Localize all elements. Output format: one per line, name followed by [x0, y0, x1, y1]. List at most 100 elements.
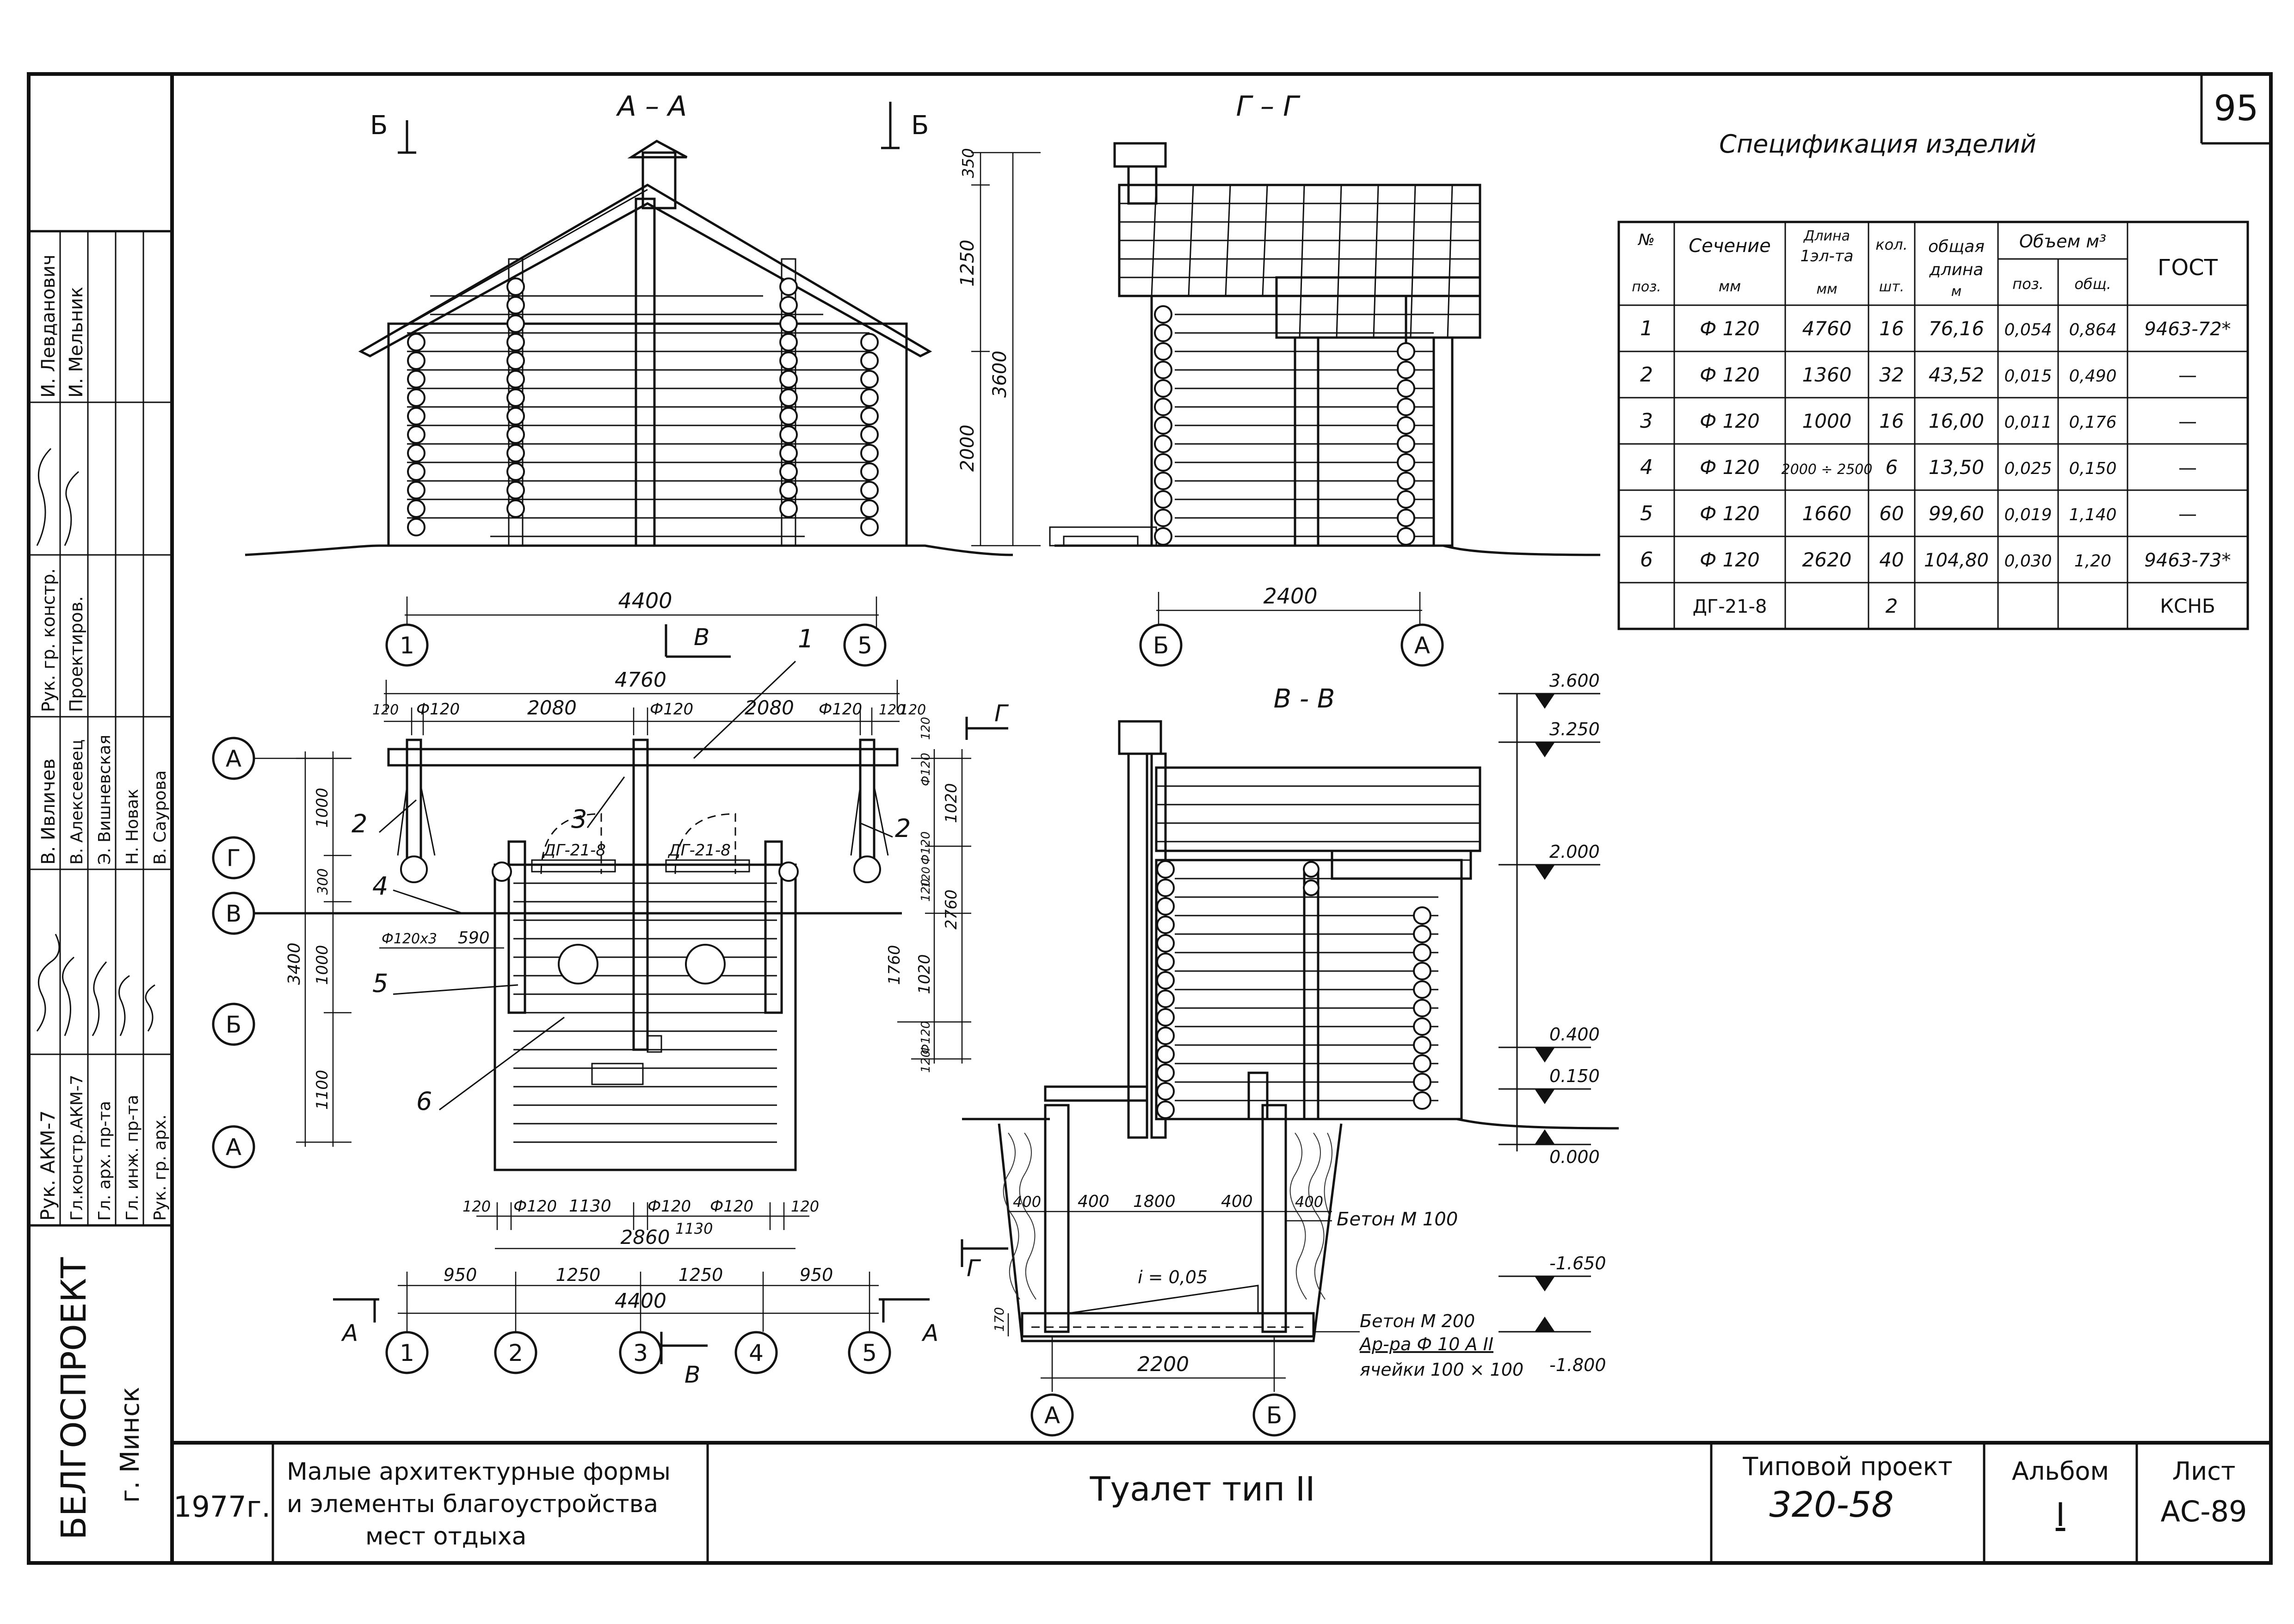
axis-top-5: 5	[857, 632, 872, 659]
spec-r6-vpos: 0,030	[2004, 552, 2052, 571]
table-row: 4 Ф 120 2000 ÷ 2500 6 13,50 0,025 0,150 …	[1640, 455, 2197, 479]
spec-h-pos-bottom: поз.	[1632, 279, 1661, 295]
axis-left-a-top: А	[226, 745, 241, 772]
stamp-name-b2: И. Мельник	[66, 287, 87, 398]
spec-h-vol-total: общ.	[2074, 275, 2111, 293]
spec-h-pos-top: №	[1637, 231, 1654, 249]
spec-r2-pos: 2	[1640, 363, 1653, 387]
plan-cut-v-top: В	[694, 624, 709, 651]
spec-r5-pos: 5	[1640, 502, 1653, 525]
spec-h-length-1: Длина	[1803, 228, 1850, 244]
stamp-role-3: Гл. арх. пр-та	[95, 1101, 114, 1221]
plan-pos-2a: 2	[352, 809, 367, 838]
spec-r1-total: 76,16	[1929, 317, 1984, 340]
spec-r6-pos: 6	[1640, 548, 1653, 572]
spec-r2-qty: 32	[1879, 363, 1904, 386]
mark-3250: 3.250	[1549, 719, 1600, 739]
view-aa-title: А – А	[616, 90, 687, 123]
plan-pos-2b: 2	[895, 814, 911, 843]
stamp-name-3: Э. Вишневская	[95, 735, 114, 865]
title-block: 1977г. Малые архитектурные формы и элеме…	[173, 1443, 2247, 1563]
axis-bot-2: 2	[508, 1340, 523, 1366]
stamp-signatures	[36, 448, 155, 1036]
dim-3600: 3600	[989, 351, 1011, 398]
dim-plan-right-phi-a: Ф120	[919, 753, 933, 786]
spec-r7-gost: КСНБ	[2160, 595, 2215, 617]
spec-r2-vpos: 0,015	[2004, 367, 2052, 386]
axis-gg-b: Б	[1153, 632, 1169, 659]
mark-3600: 3.600	[1549, 671, 1600, 691]
plan-pos-5: 5	[372, 969, 388, 998]
dim-plan-seg-left: 2080	[527, 696, 577, 719]
spec-r2-gost: —	[2178, 365, 2197, 386]
view-gg-title: Г – Г	[1236, 90, 1301, 123]
dim-plan-bottom-phi-a: Ф120	[513, 1197, 557, 1216]
view-vv-title: В - В	[1274, 684, 1335, 714]
table-row: ДГ-21-8 2 КСНБ	[1693, 595, 2215, 617]
mark-0150: 0.150	[1549, 1066, 1600, 1086]
spec-r5-vpos: 0,019	[2004, 505, 2052, 524]
spec-h-total-2: длина	[1929, 260, 1984, 279]
spec-table: Спецификация изделий № поз. Сечение мм Д…	[1617, 129, 2249, 630]
title-sheet-no: АС-89	[2161, 1495, 2247, 1528]
spec-r5-section: Ф 120	[1700, 502, 1760, 525]
dim-plan-bottom-phi-b: Ф120	[648, 1197, 691, 1216]
table-row: 3 Ф 120 1000 16 16,00 0,011 0,176 —	[1640, 409, 2197, 433]
dim-plan-right-120b: 120	[919, 879, 933, 902]
spec-h-vol-pos: поз.	[2012, 275, 2044, 293]
dim-plan-bottom-2860: 2860	[621, 1226, 670, 1249]
spec-r5-gost: —	[2178, 504, 2197, 525]
vv-cut-g: Г	[967, 1255, 981, 1282]
spec-r6-vtot: 1,20	[2074, 552, 2111, 571]
plan-cut-v-bottom: В	[684, 1361, 700, 1388]
dim-1250: 1250	[957, 240, 978, 287]
cut-mark-b-right: Б	[911, 111, 929, 141]
dim-350: 350	[959, 148, 978, 178]
spec-r1-vtot: 0,864	[2069, 320, 2116, 339]
stamp-name-b1: И. Левданович	[38, 254, 59, 398]
stamp-city: г. Минск	[115, 1387, 145, 1503]
axis-top-1: 1	[400, 632, 414, 659]
view-vv: В - В	[961, 671, 1619, 1437]
stamp-name-1: В. Ивличев	[38, 758, 59, 865]
title-year: 1977г.	[173, 1490, 271, 1524]
dim-plan-bottom-950b: 950	[800, 1265, 833, 1285]
spec-h-qty-top: кол.	[1875, 236, 1908, 253]
spec-h-qty-bottom: шт.	[1879, 279, 1904, 295]
vv-soil-hatch	[1003, 1132, 1332, 1300]
plan-cut-a-left: А	[341, 1320, 358, 1347]
axis-left-v: В	[226, 900, 241, 927]
vv-slope: i = 0,05	[1138, 1267, 1208, 1287]
spec-r2-vtot: 0,490	[2069, 367, 2116, 386]
spec-r3-total: 16,00	[1929, 410, 1984, 432]
stamp-role-b2: Проектиров.	[66, 596, 86, 712]
dim-plan-seg-right: 2080	[745, 696, 794, 719]
spec-r4-pos: 4	[1640, 455, 1653, 479]
vv-dim-2200: 2200	[1137, 1353, 1189, 1376]
spec-r6-length: 2620	[1802, 548, 1852, 571]
dim-plan-bottom-1250a: 1250	[556, 1265, 601, 1285]
spec-r2-total: 43,52	[1929, 363, 1984, 386]
stamp-role-5: Рук. гр. арх.	[151, 1114, 170, 1221]
spec-r4-qty: 6	[1886, 456, 1898, 479]
spec-r4-gost: —	[2178, 457, 2197, 479]
spec-r6-section: Ф 120	[1700, 548, 1760, 571]
mark-neg1800: -1.800	[1549, 1355, 1606, 1375]
table-row: 5 Ф 120 1660 60 99,60 0,019 1,140 —	[1640, 502, 2197, 525]
dim-2000: 2000	[957, 424, 978, 472]
spec-r6-gost: 9463-73*	[2144, 550, 2231, 571]
vv-dim-400c: 400	[1221, 1192, 1253, 1211]
dim-plan-left-1000b: 1000	[313, 945, 332, 985]
aa-log-courses	[407, 295, 870, 537]
plan-cut-a-right: А	[921, 1320, 938, 1347]
stamp-org: БЕЛГОСПРОЕКТ	[54, 1257, 94, 1540]
dim-gg-width: 2400	[1263, 584, 1317, 609]
dim-plan-120-1: 120	[372, 702, 399, 718]
spec-r1-pos: 1	[1640, 317, 1653, 340]
spec-h-volume: Объем м³	[2019, 231, 2106, 252]
spec-r3-length: 1000	[1802, 410, 1852, 432]
spec-r1-vpos: 0,054	[2004, 320, 2052, 339]
spec-r2-section: Ф 120	[1700, 363, 1760, 386]
dim-plan-right-2760: 2760	[942, 889, 961, 929]
dim-plan-total: 4760	[615, 668, 666, 692]
